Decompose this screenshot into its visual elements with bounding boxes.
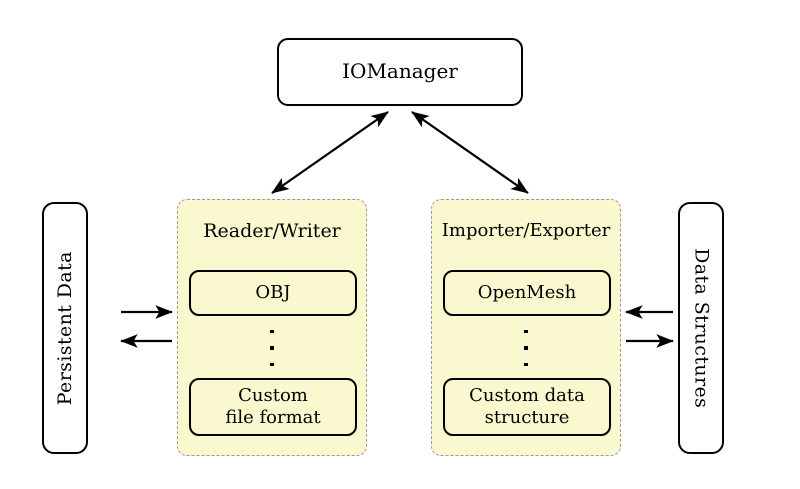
node-data-structures[interactable]: Data Structures xyxy=(678,202,724,454)
item-custom-data-structure[interactable]: Custom data structure xyxy=(443,378,611,436)
group-reader-writer[interactable]: Reader/Writer OBJ Custom file format xyxy=(177,199,367,456)
importer-exporter-ellipsis-icon xyxy=(432,326,620,370)
group-importer-exporter[interactable]: Importer/Exporter OpenMesh Custom data s… xyxy=(431,199,621,456)
node-io-manager[interactable]: IOManager xyxy=(277,38,523,106)
connector-manager-reader-writer xyxy=(271,111,389,194)
group-reader-writer-title: Reader/Writer xyxy=(203,220,341,242)
item-openmesh[interactable]: OpenMesh xyxy=(443,270,611,316)
item-custom-data-structure-line2: structure xyxy=(484,407,570,428)
connector-manager-importer-exporter xyxy=(411,111,529,194)
item-obj-label: OBJ xyxy=(255,282,291,304)
item-openmesh-label: OpenMesh xyxy=(477,282,577,304)
item-custom-file-format-label: Custom file format xyxy=(225,385,320,429)
reader-writer-ellipsis-icon xyxy=(178,326,366,370)
persistent-data-label: Persistent Data xyxy=(53,250,76,406)
item-custom-file-format-line2: file format xyxy=(225,407,321,428)
node-persistent-data[interactable]: Persistent Data xyxy=(42,202,88,454)
item-obj[interactable]: OBJ xyxy=(189,270,357,316)
item-custom-file-format-line1: Custom xyxy=(238,385,308,407)
data-structures-label: Data Structures xyxy=(690,247,713,409)
item-custom-data-structure-line1: Custom data xyxy=(469,385,585,407)
group-importer-exporter-title: Importer/Exporter xyxy=(441,220,611,241)
item-custom-file-format[interactable]: Custom file format xyxy=(189,378,357,436)
item-custom-data-structure-label: Custom data structure xyxy=(469,385,585,429)
io-manager-label: IOManager xyxy=(342,59,458,84)
